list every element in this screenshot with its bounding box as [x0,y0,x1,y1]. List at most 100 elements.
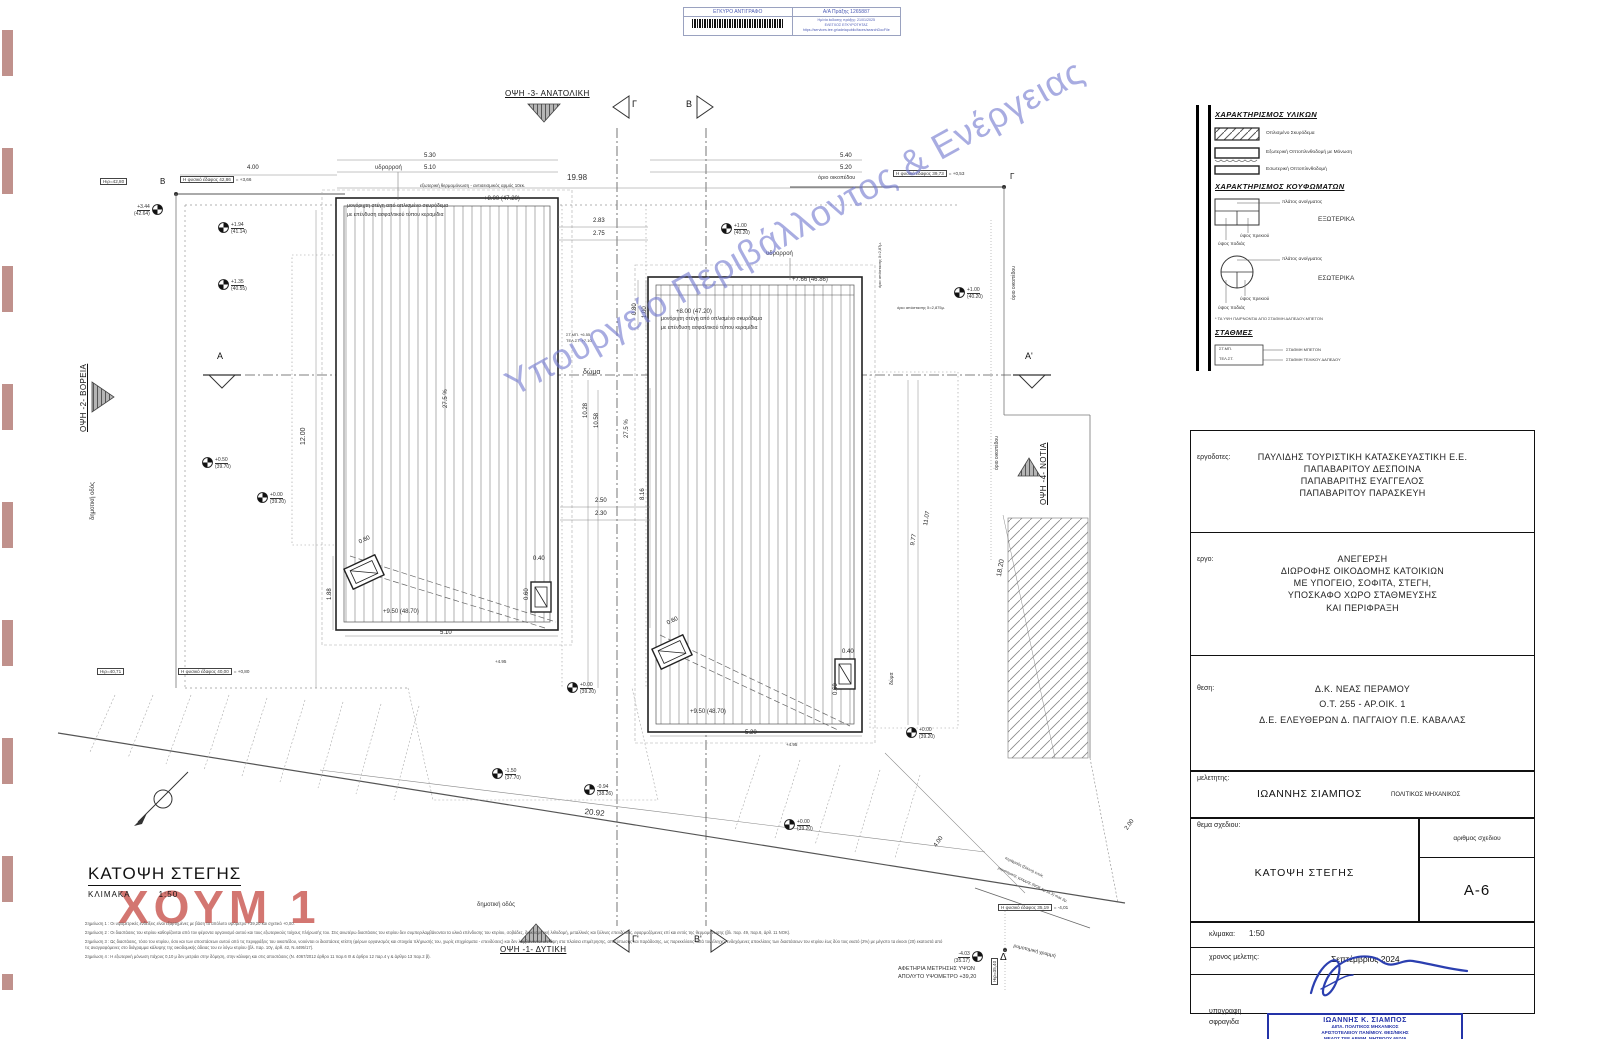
level-box: Η φυσικό έδαφος 35,19= -4,01 [998,904,1068,911]
roof-level: +8.00 (47.20) [484,196,520,202]
plan-title: ΚΑΤΟΨΗ ΣΤΕΓΗΣ [88,864,242,886]
client: ΠΑΥΛΙΔΗΣ ΤΟΥΡΙΣΤΙΚΗ ΚΑΤΑΣΚΕΥΑΣΤΙΚΗ Ε.Ε. [1257,452,1468,462]
dimension: 2.83 [593,218,605,224]
scale-label: κλιμακα: [1209,931,1236,938]
setback-label: όριο απόστασης δ=2,87μ. [877,242,882,288]
project-section: εργο: ΑΝΕΓΕΡΣΗ ΔΙΩΡΟΦΗΣ ΟΙΚΟΔΟΜΗΣ ΚΑΤΟΙΚ… [1191,553,1534,656]
check-url[interactable]: https://services.tee.gr/adeiapublic/face… [802,27,890,32]
legend-symbols [1214,127,1283,366]
spot-level: +3.44(42.64) [134,204,163,217]
level-label: ΣΤΑΘΜΗ ΤΕΛΙΚΟΥ ΔΑΠΕΔΟΥ [1286,357,1341,362]
stamp-line: ΜΕΛΟΣ ΤΕΕ ΑΡΙΘΜ. ΜΗΤΡΩΟΥ 65746 [1323,1036,1407,1039]
note-line: Σημείωση 2 : Οι διαστάσεις του κτιρίου κ… [85,930,791,936]
dimension: 2.75 [593,231,605,237]
openings-title: ΧΑΡΑΚΤΗΡΙΣΜΟΣ ΚΟΥΦΩΜΑΤΩΝ [1215,182,1345,191]
insulation-note: εξωτερική θερμομόνωση - αντισεισμικός αρ… [420,183,526,188]
roof-note: μονόριχτη στέγη από οπλισμένο σκυρόδεμα [661,316,763,322]
terrace-label: δώμα [889,672,895,685]
notes-block: Σημείωση 1 : Οι υψομετρικές ενδείξεις εί… [85,921,945,963]
level-box: Ηιρ=35,40 [991,957,998,985]
setback-label: όριο απόστασης δ=2,875μ. [897,305,946,310]
roof-level: +8.00 (47.20) [676,309,712,315]
material-int-brick: Εσωτερική Οπτοπλινθοδομή [1266,167,1327,172]
overall-dim: 19.98 [567,173,588,182]
date-label: χρονος μελετης: [1209,954,1260,961]
location-line: Ο.Τ. 255 - ΑΡ.ΟΙΚ. 1 [1319,699,1406,710]
section-marker: Γ' [632,934,639,944]
plan-scale-value: 1:50 [158,890,179,899]
stamp-line: ΙΩΑΝΝΗΣ Κ. ΣΙΑΜΠΟΣ [1323,1017,1407,1024]
lbl: +4.95 [495,659,507,664]
scan-edge-artifacts [2,30,13,990]
level-box: Η φυσικό έδαφος 42,86= +3,66 [180,176,251,183]
act-number-cell: Α/Α Πράξης 1265887 Ημ/νία έκδοσης πράξης… [792,8,900,35]
section-marker: Α' [1025,351,1033,361]
act-number: Α/Α Πράξης 1265887 [792,8,900,17]
number-label: αριθμος σχεδιου [1420,819,1534,858]
lbl: ΣΤ.ΜΠ. +6.55 [566,332,591,337]
client: ΠΑΠΑΒΑΡΙΤΗΣ ΕΥΑΓΓΕΛΟΣ [1300,476,1425,487]
roof-note: μονόριχτη στέγη από οπλισμένο σκυρόδεμα [347,203,449,209]
red-watermark: ΧΟΥΜ 1 [118,881,321,933]
note-line: Σημείωση 4 : Η εξωτερική μόνωση πάχους 0… [85,954,431,960]
levels-title: ΣΤΑΘΜΕΣ [1215,328,1253,337]
signature-section: υπογραφη σφραγιδα ΙΩΑΝΝΗΣ Κ. ΣΙΑΜΠΟΣ ΔΙΠ… [1191,955,1534,1039]
barcode [692,19,784,28]
heights-note: * ΤΑ ΥΨΗ ΠΑΙΡΝΟΝΤΑΙ ΑΠΟ ΣΤΑΘΜΗ ΔΑΠΕΔΟΥ-Μ… [1215,316,1323,321]
lbl: +4.95 [786,742,798,747]
dimension: 0.40 [842,649,854,655]
level-box: Η φυσικό έδαφος 40,00= +0,80 [178,668,249,675]
materials-title: ΧΑΡΑΚΤΗΡΙΣΜΟΣ ΥΛΙΚΩΝ [1215,110,1318,119]
dimension: 8.16 [640,488,646,500]
location-label: θεση: [1197,685,1215,692]
roof-plan: εξωτερική θερμομόνωση - αντισεισμικός αρ… [57,50,1136,990]
level-label: ΣΤΑΘΜΗ ΜΠΕΤΟΝ [1286,347,1321,352]
signature-scribble [1309,955,1469,997]
view-label-west: ΟΨΗ -1- ΔΥΤΙΚΗ [500,945,567,954]
dimension: 4.00 [247,165,259,171]
designer-role: ΠΟΛΙΤΙΚΟΣ ΜΗΧΑΝΙΚΟΣ [1391,792,1461,798]
dimension: 5.30 [424,153,436,159]
plot-corner-letter: Δ [1000,952,1007,963]
datum-note: ΑΦΕΤΗΡΙΑ ΜΕΤΡΗΣΗΣ ΥΨΩΝ [898,966,975,972]
issue-date: Ημ/νία έκδοσης πράξης: 21/01/2025 [817,18,876,22]
client: ΠΑΠΑΒΑΡΙΤΟΥ ΔΕΣΠΟΙΝΑ [1303,464,1422,475]
chimney [530,581,552,613]
overall-dim: 12.00 [300,427,307,445]
spot-level: +1.00(40.20) [954,287,983,300]
roof-note: με επένδυση ασφαλτικού τύπου κεραμίδια [347,212,444,218]
stamp-line: ΔΙΠΛ. ΠΟΛΙΤΙΚΟΣ ΜΗΧΑΝΙΚΟΣ [1331,1024,1399,1029]
view-label-east: ΟΨΗ -3- ΑΝΑΤΟΛΙΚΗ [505,89,590,98]
lintel-label: ύψος πρεκιού [1240,234,1270,239]
material-concrete: Οπλισμένο Σκυρόδεμα [1266,131,1315,136]
study-date: Σεπτέμβριος 2024 [1331,954,1400,964]
plot-corner-letter: Β [160,177,166,186]
designer-label: μελετητης: [1197,775,1230,782]
sill-label: ύψος ποδιάς [1218,242,1246,247]
project-label: εργο: [1197,556,1214,563]
spot-level: +1.00(40.20) [721,223,750,236]
subject-section: θεμα σχεδιου: ΚΑΤΟΨΗ ΣΤΕΓΗΣ αριθμος σχεδ… [1191,819,1534,923]
location-line: Δ.Ε. ΕΛΕΥΘΕΡΩΝ Δ. ΠΑΓΓΑΙΟΥ Π.Ε. ΚΑΒΑΛΑΣ [1259,714,1466,725]
note-line: Σημείωση 3 : Ως διαστάσεις, τόσο του κτι… [85,939,943,951]
spot-level: +1.35(40.55) [218,279,247,292]
dimension: 10.58 [594,412,600,428]
material-ext-brick: Εξωτερική Οπτοπλινθοδομή με Μόνωση [1266,150,1352,155]
road-label: δημοτική οδός [477,902,515,908]
roof-level: +7.66 (46.86) [792,277,828,283]
chimney [343,553,385,591]
external-label: ΕΞΩΤΕΡΙΚΑ [1318,216,1355,223]
slope-label: 27.5 % [624,419,630,438]
slope-label: 27.5 % [443,389,449,408]
clients-section: εργοδοτες: ΠΑΥΛΙΔΗΣ ΤΟΥΡΙΣΤΙΚΗ ΚΑΤΑΣΚΕΥΑ… [1191,451,1534,533]
validity-check: ΕΛΕΓΧΟΣ ΕΓΚΥΡΟΤΗΤΑΣ [824,22,868,27]
dimension: 0.60 [833,683,839,695]
dimension: 2.50 [595,498,607,504]
plan-scale-label: ΚΛΙΜΑΚΑ [88,890,131,899]
view-label-north: ΟΨΗ -2- ΒΟΡΕΙΑ [79,363,88,432]
designer-name: ΙΩΑΝΝΗΣ ΣΙΑΜΠΟΣ [1257,788,1362,800]
plot-corner-letter: Γ [1010,172,1015,181]
level-abbr: ΤΕΛ.ΣΤ. [1219,356,1234,361]
chimney [651,633,693,671]
